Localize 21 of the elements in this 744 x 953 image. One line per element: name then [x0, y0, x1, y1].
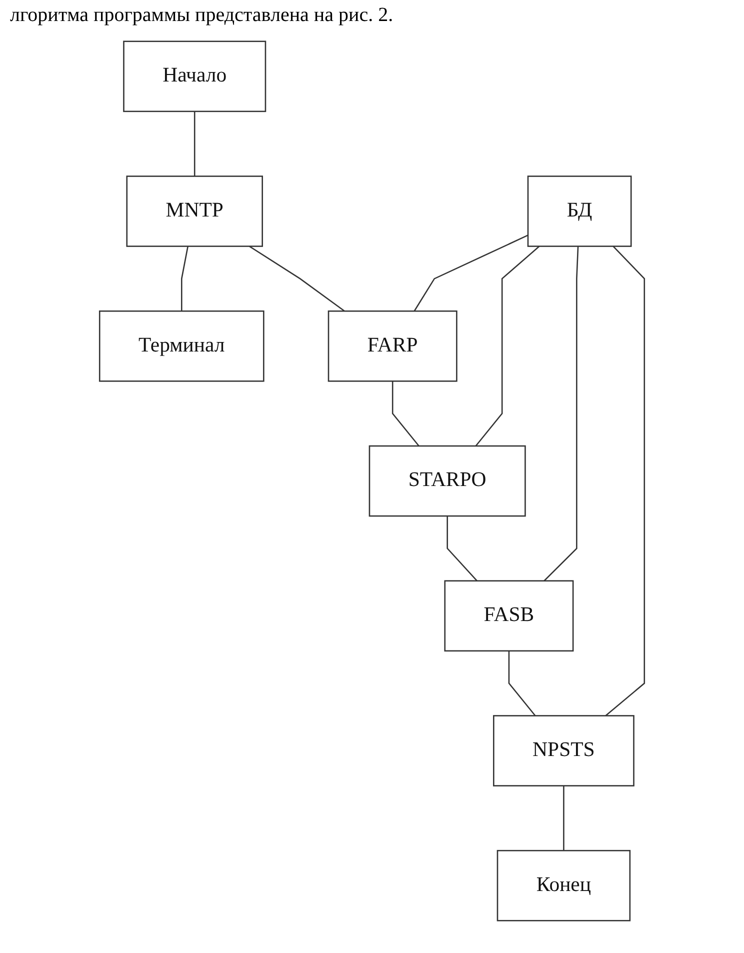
connector — [249, 246, 345, 312]
node-box: FASB — [444, 580, 574, 652]
node-box: БД — [527, 176, 632, 247]
node-box: FARP — [328, 310, 458, 382]
node-box: Начало — [123, 40, 266, 112]
connector — [414, 234, 528, 312]
node-box: NPSTS — [493, 715, 634, 786]
node-box: Конец — [496, 850, 631, 922]
connector — [563, 786, 564, 851]
connector — [392, 381, 420, 446]
connector — [194, 111, 196, 176]
node-box: MNTP — [126, 176, 263, 247]
connector — [544, 246, 579, 582]
node-box: Терминал — [98, 310, 264, 382]
connector — [508, 650, 536, 716]
connector — [181, 246, 189, 312]
node-box: STARPO — [368, 445, 526, 517]
connector — [446, 516, 478, 582]
connector — [475, 246, 540, 446]
body-text: лгоритма программы представлена на рис. 2. — [10, 4, 394, 27]
connector — [605, 246, 646, 716]
